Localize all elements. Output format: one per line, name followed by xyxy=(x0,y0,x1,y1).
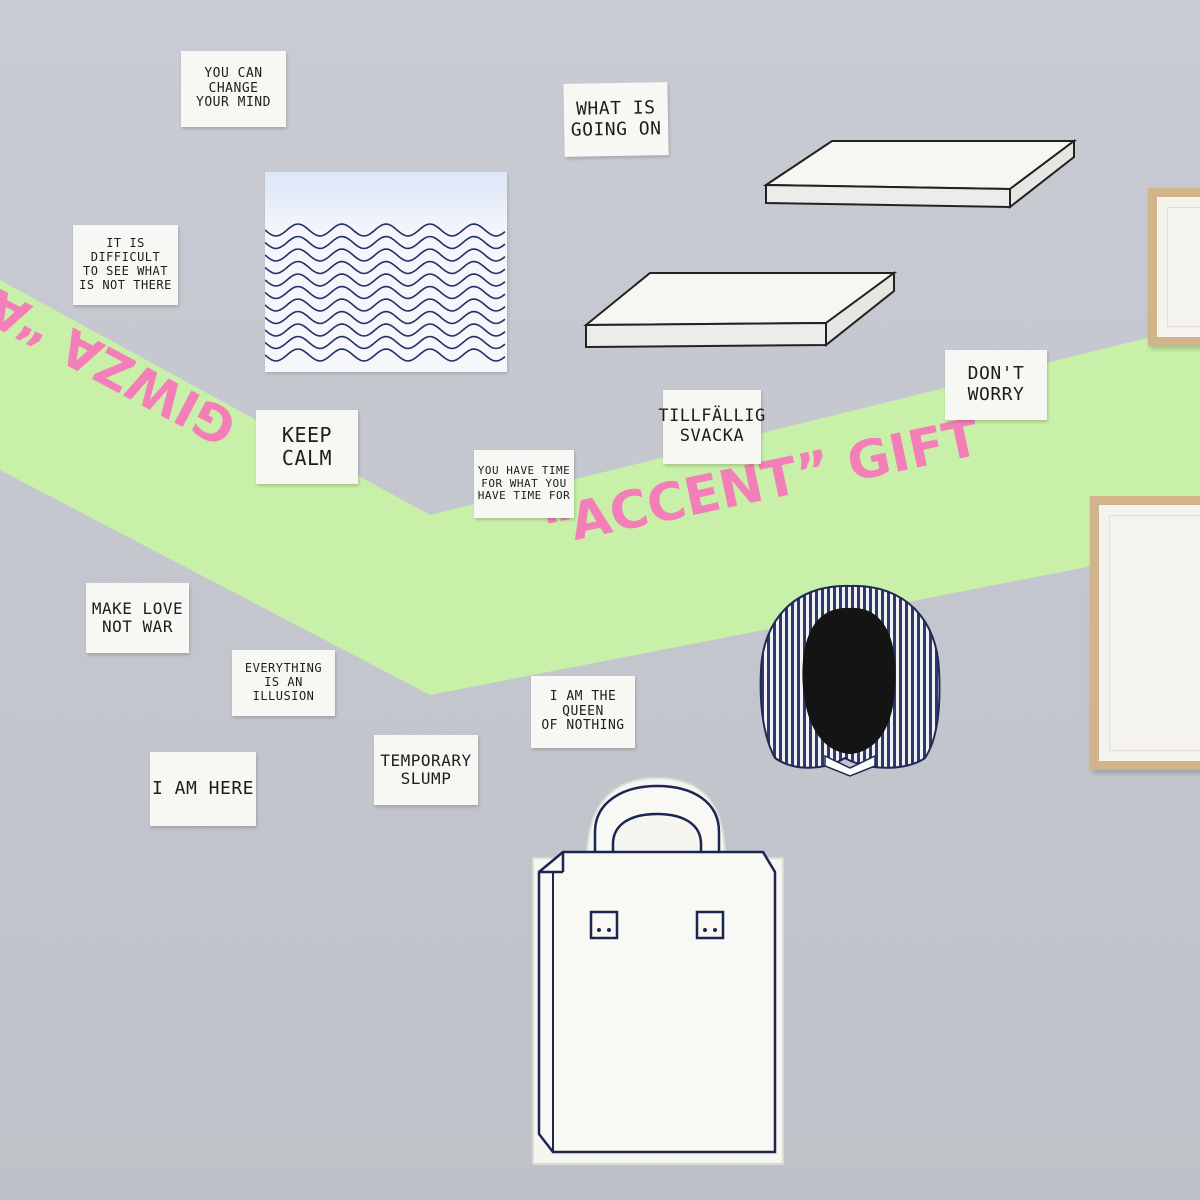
wave-line xyxy=(264,260,506,275)
wave-line xyxy=(264,248,506,262)
card-it-is-difficult: IT IS DIFFICULT TO SEE WHAT IS NOT THERE xyxy=(73,225,178,305)
card-what-is-going-on: WHAT IS GOING ON xyxy=(563,82,669,157)
picture-frame-bottom xyxy=(1090,496,1200,770)
wave-line xyxy=(264,235,506,250)
wave-line xyxy=(264,223,506,237)
hair-mirror xyxy=(759,584,941,777)
card-temporary-slump: TEMPORARY SLUMP xyxy=(374,735,478,805)
wave-lines xyxy=(264,223,506,362)
shelf-upper xyxy=(762,139,1077,210)
card-everything-is-an-illusion: EVERYTHING IS AN ILLUSION xyxy=(232,650,335,716)
card-queen-of-nothing: I AM THE QUEEN OF NOTHING xyxy=(531,676,635,748)
wave-line xyxy=(264,310,506,325)
shelf-lower xyxy=(583,271,898,349)
wave-line xyxy=(264,298,506,312)
picture-frame-top xyxy=(1148,188,1200,346)
card-keep-calm: KEEP CALM xyxy=(256,410,358,484)
card-make-love-not-war: MAKE LOVE NOT WAR xyxy=(86,583,189,653)
wave-artwork xyxy=(264,172,507,372)
card-you-have-time: YOU HAVE TIME FOR WHAT YOU HAVE TIME FOR xyxy=(474,450,574,518)
tote-bag-artwork xyxy=(532,776,784,1165)
card-dont-worry: DON'T WORRY xyxy=(945,350,1047,420)
wave-line xyxy=(264,335,506,350)
card-i-am-here: I AM HERE xyxy=(150,752,256,826)
card-you-can-change-your-mind: YOU CAN CHANGE YOUR MIND xyxy=(181,51,286,127)
card-tillfallig-svacka: TILLFÄLLIG SVACKA xyxy=(658,390,765,464)
wave-line xyxy=(264,323,506,337)
wave-line xyxy=(264,348,506,362)
wave-line xyxy=(264,285,506,300)
wave-line xyxy=(264,273,506,287)
